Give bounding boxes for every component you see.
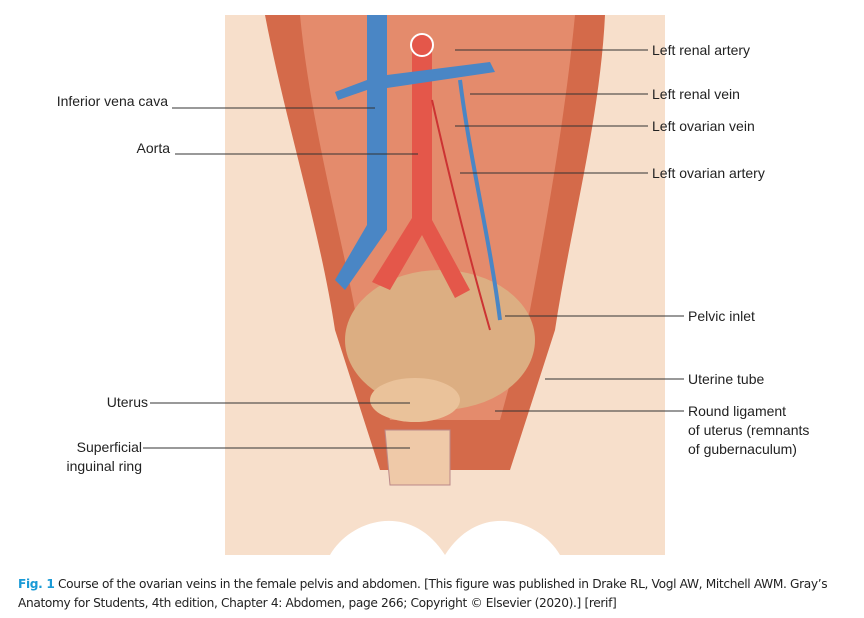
label-superficial-inguinal-ring: Superficial inguinal ring bbox=[67, 438, 143, 476]
label-uterine-tube: Uterine tube bbox=[688, 371, 765, 387]
ovarian-artery-vessel bbox=[431, 99, 491, 331]
label-left-renal-vein: Left renal vein bbox=[652, 86, 740, 102]
label-left-ovarian-artery: Left ovarian artery bbox=[652, 165, 765, 181]
label-line: of gubernaculum) bbox=[688, 441, 797, 457]
aorta-origin bbox=[410, 33, 434, 57]
label-pelvic-inlet: Pelvic inlet bbox=[688, 308, 755, 324]
figure-number: Fig. 1 bbox=[18, 577, 55, 591]
left-ovarian-vein-vessel bbox=[458, 79, 502, 321]
anatomy-illustration bbox=[143, 15, 684, 555]
label-aorta: Aorta bbox=[136, 140, 170, 156]
aorta-vessel bbox=[372, 45, 470, 298]
uterus-shape bbox=[370, 378, 460, 422]
label-uterus: Uterus bbox=[106, 394, 148, 410]
inguinal-area bbox=[384, 429, 451, 486]
caption-text: Course of the ovarian veins in the femal… bbox=[18, 577, 828, 610]
label-line: Superficial bbox=[76, 439, 142, 455]
label-line: inguinal ring bbox=[66, 458, 143, 474]
label-left-ovarian-vein: Left ovarian vein bbox=[652, 118, 755, 134]
left-renal-vein-vessel bbox=[387, 62, 495, 88]
label-round-ligament: Round ligament of uterus (remnants of gube… bbox=[688, 402, 809, 459]
ivc-vessel bbox=[335, 15, 387, 290]
label-inferior-vena-cava: Inferior vena cava bbox=[56, 93, 168, 109]
label-line: of uterus (remnants bbox=[688, 422, 810, 438]
leader-lines bbox=[143, 49, 684, 449]
label-line: Round ligament bbox=[688, 403, 787, 419]
figure-caption: Fig. 1 Course of the ovarian veins in th… bbox=[18, 575, 858, 613]
label-left-renal-artery: Left renal artery bbox=[652, 42, 751, 58]
pelvis bbox=[345, 270, 535, 410]
right-renal-vein-vessel bbox=[335, 80, 367, 100]
